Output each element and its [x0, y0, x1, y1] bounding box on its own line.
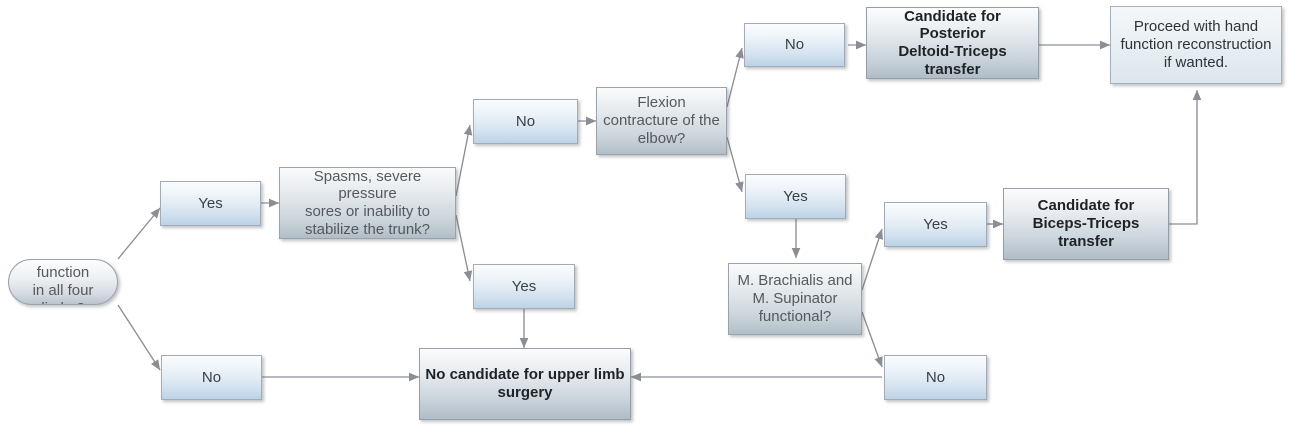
node-no4-label: No — [925, 368, 946, 386]
node-no-flexion[interactable]: No — [744, 23, 845, 67]
node-no-loss-of-function[interactable]: No — [161, 355, 262, 400]
node-yes-flexion[interactable]: Yes — [745, 174, 846, 219]
node-yes4-label: Yes — [923, 215, 948, 233]
node-no2-label: No — [515, 112, 536, 130]
node-yes-loss-of-function[interactable]: Yes — [160, 181, 261, 226]
node-no-muscles[interactable]: No — [884, 355, 987, 400]
edge-flexion-to-no3 — [726, 47, 744, 108]
edge-biceps-to-proceed — [1169, 89, 1202, 225]
edge-start-to-no1 — [117, 304, 161, 371]
node-no1-label: No — [201, 368, 222, 386]
node-yes-muscles[interactable]: Yes — [884, 202, 987, 247]
edge-muscles-to-yes4 — [861, 228, 883, 291]
node-yes3-label: Yes — [783, 187, 808, 205]
node-yes1-label: Yes — [198, 194, 223, 212]
node-yes2-label: Yes — [511, 277, 537, 295]
node-yes-spasms[interactable]: Yes — [473, 264, 575, 309]
node-no-spasms[interactable]: No — [473, 99, 578, 144]
edge-spasms-to-yes2 — [455, 214, 473, 282]
edge-flexion-to-yes3 — [726, 136, 744, 193]
node-no3-label: No — [784, 36, 805, 54]
edge-spasms-to-no2 — [455, 124, 473, 197]
edge-muscles-to-no4 — [861, 311, 883, 368]
edge-start-to-yes1 — [117, 207, 161, 260]
